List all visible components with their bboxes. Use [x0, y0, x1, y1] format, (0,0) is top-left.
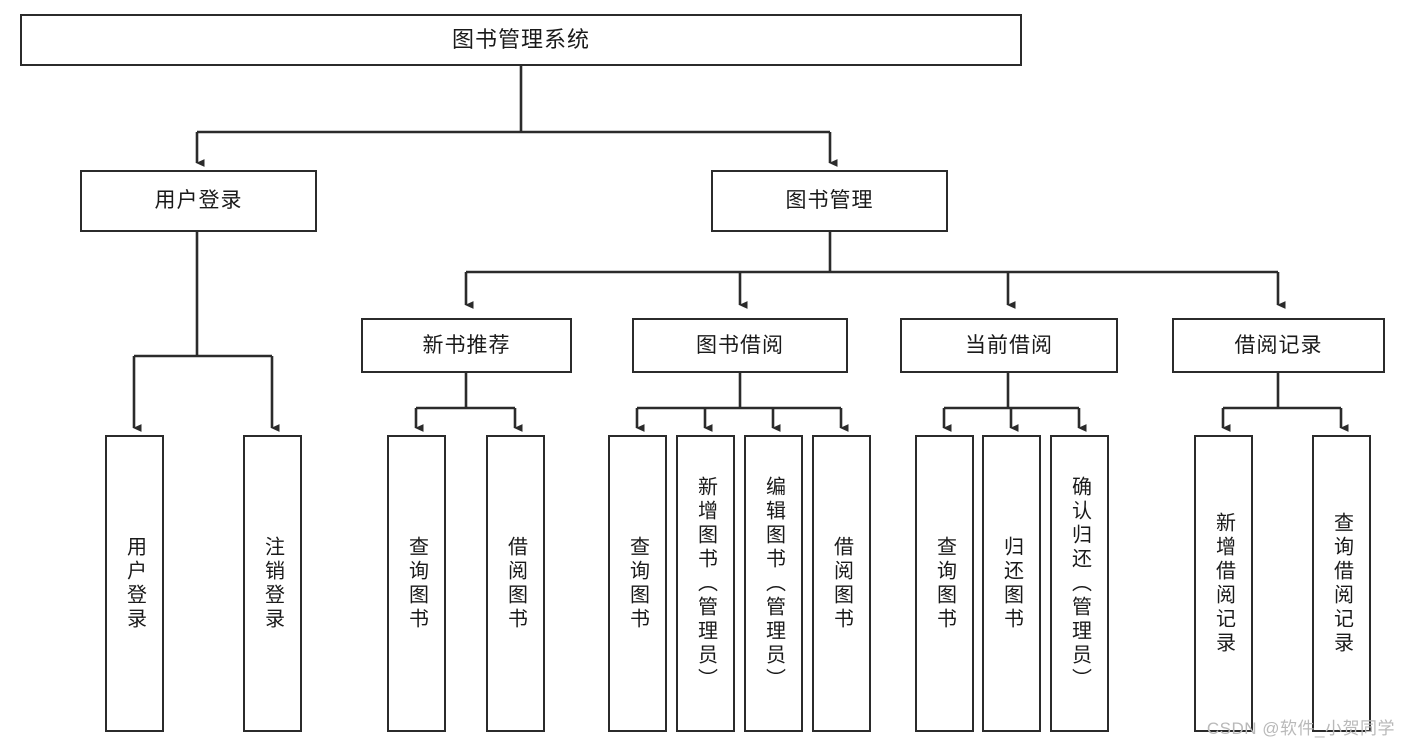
node-label: 用户登录: [123, 535, 146, 632]
node-label: 用户登录: [154, 189, 243, 213]
node-new-book-recommend[interactable]: 新书推荐: [361, 318, 572, 373]
node-borrow-record[interactable]: 借阅记录: [1172, 318, 1385, 373]
node-label: 借阅图书: [504, 535, 527, 632]
leaf-user-logout[interactable]: 注销登录: [243, 435, 302, 732]
node-label: 查询图书: [933, 535, 956, 632]
node-label: 查询借阅记录: [1330, 511, 1353, 656]
leaf-current-return-book[interactable]: 归还图书: [982, 435, 1041, 732]
leaf-borrow-query-book[interactable]: 查询图书: [608, 435, 667, 732]
node-label: 查询图书: [405, 535, 428, 632]
leaf-record-query-record[interactable]: 查询借阅记录: [1312, 435, 1371, 732]
node-label: 借阅图书: [830, 535, 853, 632]
leaf-borrow-edit-book-admin[interactable]: 编辑图书（管理员）: [744, 435, 803, 732]
node-label: 新增图书（管理员）: [694, 475, 717, 692]
leaf-current-query-book[interactable]: 查询图书: [915, 435, 974, 732]
node-label: 查询图书: [626, 535, 649, 632]
node-label: 借阅记录: [1234, 333, 1323, 357]
node-user-login[interactable]: 用户登录: [80, 170, 317, 232]
node-root-system[interactable]: 图书管理系统: [20, 14, 1022, 66]
node-label: 编辑图书（管理员）: [762, 475, 785, 692]
node-label: 注销登录: [261, 535, 284, 632]
node-current-borrow[interactable]: 当前借阅: [900, 318, 1118, 373]
leaf-current-confirm-return-admin[interactable]: 确认归还（管理员）: [1050, 435, 1109, 732]
leaf-borrow-borrow-book[interactable]: 借阅图书: [812, 435, 871, 732]
leaf-recommend-query-book[interactable]: 查询图书: [387, 435, 446, 732]
node-label: 图书借阅: [696, 333, 784, 357]
leaf-borrow-add-book-admin[interactable]: 新增图书（管理员）: [676, 435, 735, 732]
leaf-record-add-record[interactable]: 新增借阅记录: [1194, 435, 1253, 732]
node-book-borrow[interactable]: 图书借阅: [632, 318, 848, 373]
node-label: 归还图书: [1000, 535, 1023, 632]
node-label: 当前借阅: [965, 333, 1053, 357]
leaf-user-login[interactable]: 用户登录: [105, 435, 164, 732]
node-label: 图书管理: [785, 189, 874, 213]
node-label: 确认归还（管理员）: [1068, 475, 1091, 692]
node-label: 图书管理系统: [451, 26, 590, 52]
leaf-recommend-borrow-book[interactable]: 借阅图书: [486, 435, 545, 732]
node-label: 新增借阅记录: [1212, 511, 1235, 656]
node-book-management[interactable]: 图书管理: [711, 170, 948, 232]
node-label: 新书推荐: [422, 333, 511, 357]
watermark-text: CSDN @软件_小贺同学: [1206, 719, 1395, 738]
